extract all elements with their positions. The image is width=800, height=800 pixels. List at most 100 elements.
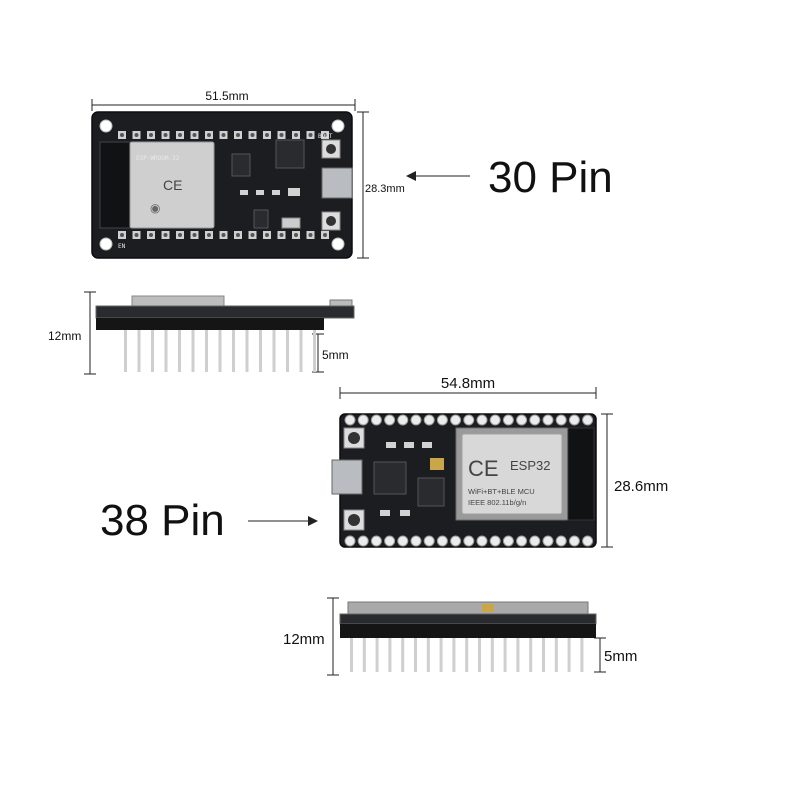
header-pin-pad [357, 535, 369, 547]
header-pin [164, 330, 168, 372]
board-30-crystal [281, 217, 301, 229]
header-pin-hole [221, 133, 226, 137]
header-pin [542, 638, 545, 672]
espressif-logo-icon: ◉ [150, 201, 160, 215]
board-38-smd-part [404, 442, 414, 448]
header-pin-pad [502, 414, 514, 426]
board-30-height-dimension: 28.3mm [357, 111, 405, 259]
header-pin-pad [450, 414, 462, 426]
board-30-antenna-area [99, 141, 131, 229]
header-pin-pad [516, 414, 528, 426]
header-pin-hole [323, 133, 327, 137]
board-38-boot-button-cap [348, 432, 360, 444]
board-30-side-pcb [95, 305, 355, 319]
header-pin [272, 330, 276, 372]
header-pin [299, 330, 303, 372]
header-pin [313, 330, 316, 372]
board-38-pin-length-label: 5mm [604, 648, 637, 665]
board-30-header-pins [118, 131, 329, 239]
board-38-side-pcb [339, 613, 597, 625]
board-38-height-dimension: 28.6mm [601, 413, 668, 548]
header-pin-pad [463, 535, 475, 547]
header-pin-pad [542, 414, 554, 426]
board-30-module-text: ESP-WROOM-32 [136, 155, 180, 162]
board-38-smd-part [380, 510, 390, 516]
header-pin-pad [423, 414, 435, 426]
header-pin-pad [357, 414, 369, 426]
header-pin [191, 330, 195, 372]
board-38-side-components [347, 601, 589, 615]
header-pin-pad [423, 535, 435, 547]
arrow-left-icon [406, 171, 416, 181]
board-30-side-height-label: 12mm [48, 329, 81, 343]
header-pin [218, 330, 222, 372]
board-30-side-header-plastic [96, 318, 324, 330]
header-pin-hole [236, 133, 240, 137]
header-pin [232, 330, 235, 372]
header-pin-hole [308, 133, 313, 137]
board-38-pin-length-dimension: 5mm [594, 637, 637, 673]
board-30-pin-length-label: 5mm [322, 348, 349, 362]
header-pin-pad [529, 414, 541, 426]
header-pin-pad [555, 535, 567, 547]
board-30-side-pins [124, 330, 316, 372]
header-pin-hole [207, 133, 211, 137]
header-pin-pad [568, 414, 580, 426]
header-pin-hole [279, 233, 284, 237]
header-pin [151, 330, 154, 372]
board-30-width-label: 51.5mm [205, 89, 248, 103]
header-pin [124, 330, 127, 372]
board-38-module-line2: IEEE 802.11b/g/n [468, 498, 526, 507]
board-38-smd-part [400, 510, 410, 516]
board-38-usb-uart-chip [373, 461, 407, 495]
header-pin [137, 330, 141, 372]
header-pin-hole [294, 133, 298, 137]
header-pin-pad [410, 414, 422, 426]
board-38-module-line1: WiFi+BT+BLE MCU [468, 487, 535, 496]
header-pin [439, 638, 443, 672]
board-38-top-view: 54.8mm 28.6mm CE ESP32 WiFi+BT+BLE MCU I… [331, 375, 668, 548]
header-pin [375, 638, 379, 672]
header-pin [529, 638, 533, 672]
board-38-module-brand: ESP32 [510, 458, 550, 473]
header-pin [401, 638, 405, 672]
board-38-width-label: 54.8mm [441, 375, 495, 392]
board-30-side-module [131, 295, 225, 307]
board-30-smd-part [240, 190, 248, 195]
header-pin [567, 638, 571, 672]
header-pin [286, 330, 289, 372]
board-38-height-label: 28.6mm [614, 478, 668, 495]
header-pin-pad [568, 535, 580, 547]
header-pin-hole [265, 233, 269, 237]
header-pin [414, 638, 417, 672]
board-38-regulator [417, 477, 445, 507]
header-pin-hole [323, 233, 327, 237]
header-pin [388, 638, 392, 672]
board-30-en-button-cap [326, 216, 336, 226]
header-pin [490, 638, 494, 672]
header-pin-hole [134, 233, 139, 237]
board-38-header-pins [344, 414, 594, 547]
header-pin-pad [582, 414, 594, 426]
board-38-side-header-plastic [340, 624, 596, 638]
header-pin-hole [120, 233, 124, 237]
board-38-side-led [482, 604, 494, 612]
board-30-smd-part [256, 190, 264, 195]
board-38-side-pins [350, 638, 584, 672]
header-pin-hole [134, 133, 139, 137]
header-pin-pad [489, 535, 501, 547]
header-pin-hole [265, 133, 269, 137]
board-38-title: 38 Pin [100, 496, 225, 545]
board-30-mount-hole [99, 237, 113, 251]
header-pin [465, 638, 469, 672]
board-38-side-height-label: 12mm [283, 631, 325, 648]
board-30-smd-part [288, 188, 300, 196]
header-pin-hole [120, 133, 124, 137]
header-pin-pad [436, 535, 448, 547]
arrow-right-icon [308, 516, 318, 526]
board-38-led [430, 458, 444, 470]
header-pin-hole [250, 133, 255, 137]
header-pin-pad [397, 414, 409, 426]
board-38-antenna-area [567, 427, 595, 521]
header-pin-hole [149, 133, 153, 137]
